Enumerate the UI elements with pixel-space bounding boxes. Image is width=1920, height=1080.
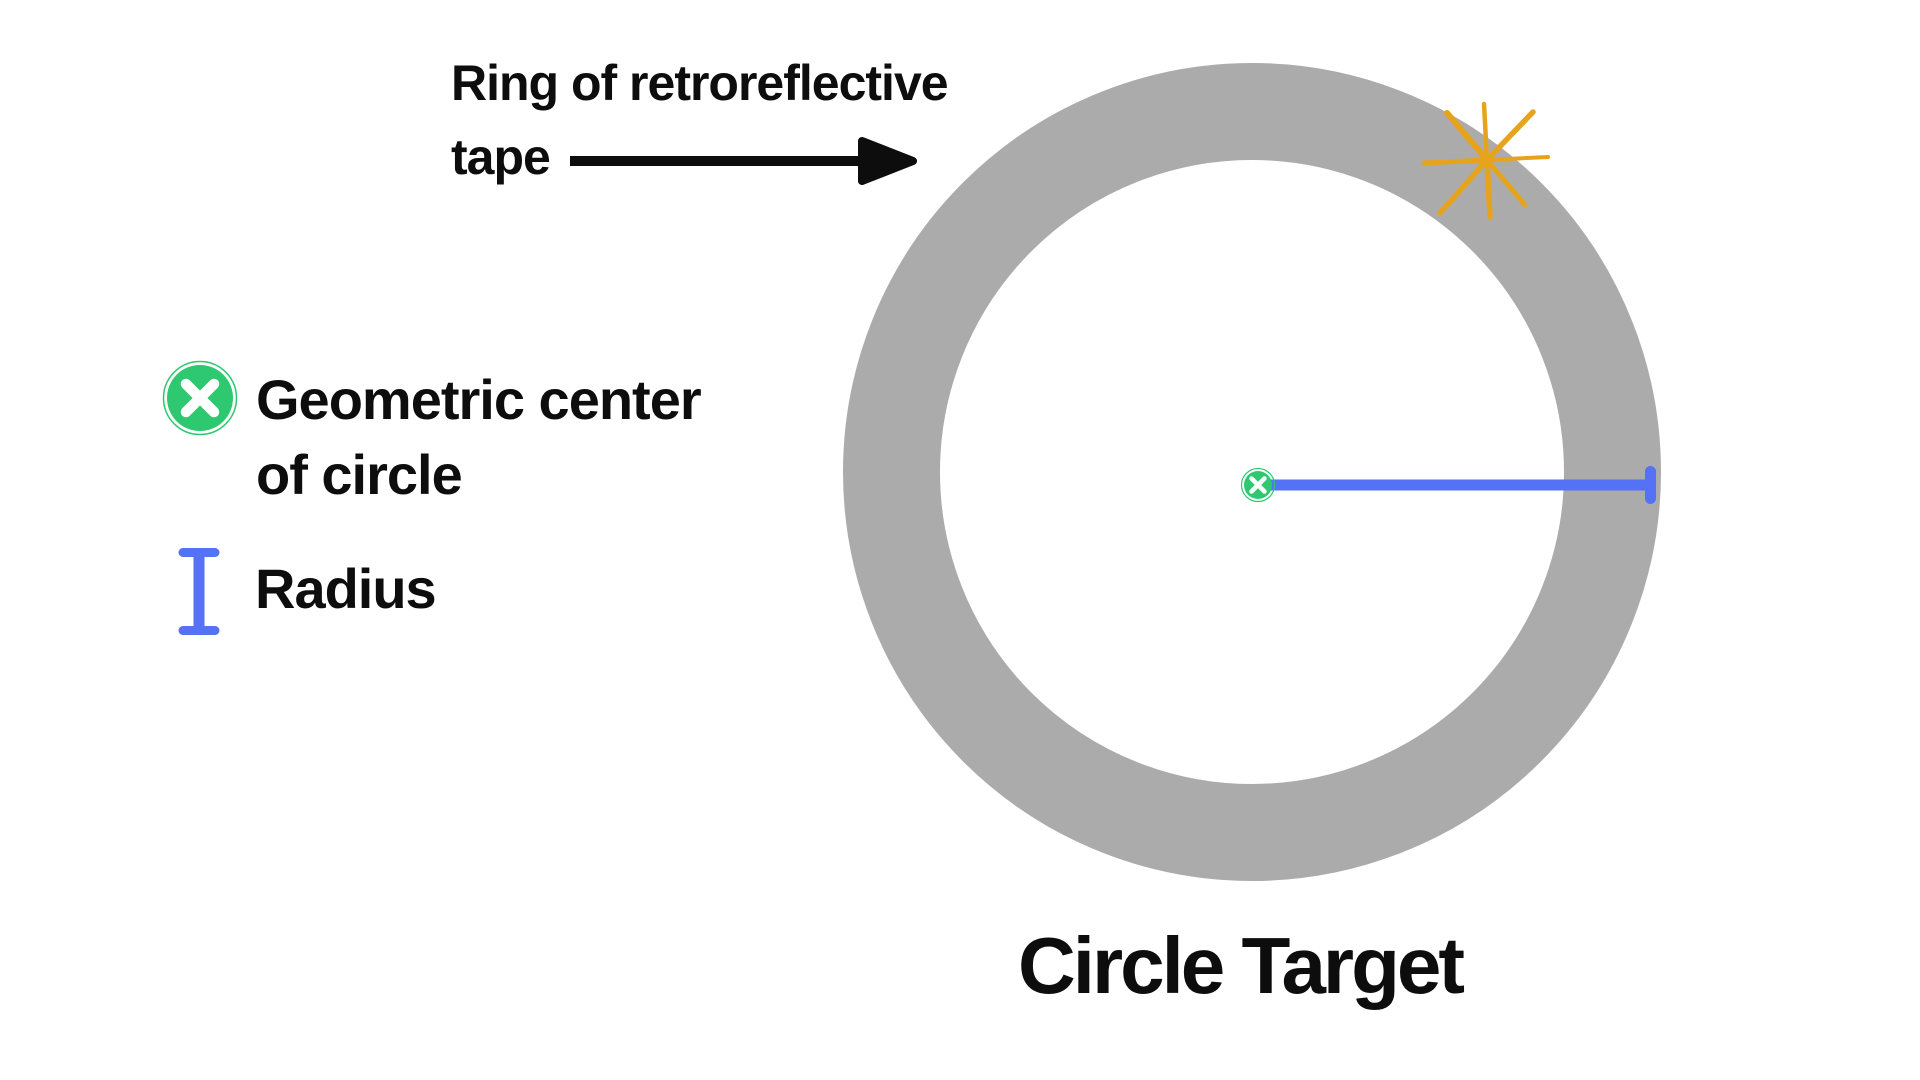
- ring-notch: [1526, 770, 1543, 790]
- radius-ibeam-icon: [178, 548, 220, 635]
- ring-annotation-line2: tape: [451, 129, 551, 185]
- legend-center-line1: Geometric center: [256, 368, 702, 431]
- x-center-marker-icon: [1240, 467, 1276, 503]
- x-center-marker-icon: [162, 360, 238, 436]
- ring-annotation-label: Ring of retroreflective tape: [451, 46, 949, 194]
- sparkle-icon: [1421, 101, 1550, 220]
- radius-line: [1260, 466, 1656, 504]
- diagram-title: Circle Target: [1017, 921, 1465, 1010]
- ring-annotation-line1: Ring of retroreflective: [451, 55, 949, 111]
- ring-notch: [956, 150, 973, 172]
- arrow-right-icon: [570, 137, 917, 185]
- radius-endcap: [1645, 466, 1656, 504]
- legend-radius-label: Radius: [255, 557, 437, 620]
- legend-center-line2: of circle: [256, 443, 463, 506]
- retroreflective-tape-ring: [843, 63, 1661, 881]
- legend-center-label: Geometric center of circle: [256, 362, 702, 512]
